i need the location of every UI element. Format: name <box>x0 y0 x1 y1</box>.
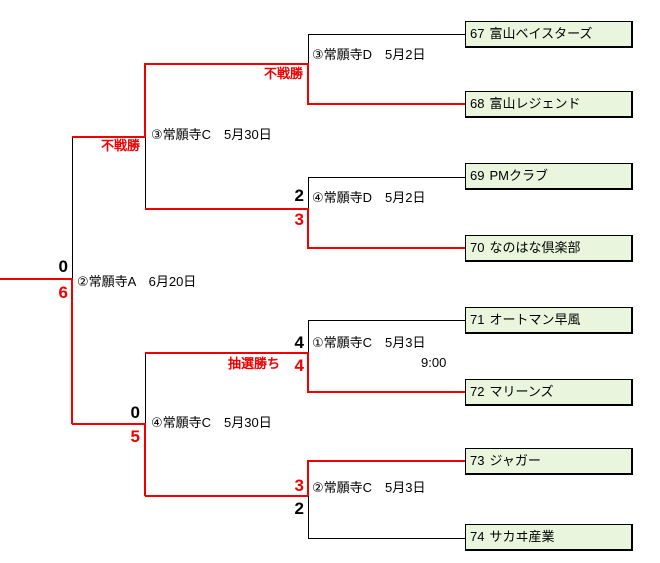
connector-line-qf2-top <box>308 177 309 208</box>
connector-line-qf4-bottom <box>308 495 309 538</box>
connector-line-team74 <box>308 538 465 539</box>
team-name: ジャガー <box>489 453 541 468</box>
winner-line-team72 <box>308 391 465 393</box>
score-qf2-top: 2 <box>294 186 304 205</box>
winner-line-sf2-exit <box>72 423 146 425</box>
team-name: 富山レジェンド <box>489 96 581 111</box>
match-time-qf3: 9:00 <box>421 355 447 370</box>
match-label-qf1: ③常願寺D 5月2日 <box>312 47 426 62</box>
connector-line-team67 <box>308 34 465 35</box>
lottery-note-qf3: 抽選勝ち <box>228 356 281 371</box>
match-label-final: ②常願寺A 6月20日 <box>77 274 197 289</box>
score-final-bottom: 6 <box>58 283 68 302</box>
match-label-sf2: ④常願寺C 5月30日 <box>151 415 272 430</box>
connector-line-qf3-top <box>308 320 309 352</box>
team-number: 67 <box>470 26 485 41</box>
team-number: 69 <box>470 168 485 183</box>
team-box-73: 73 ジャガー <box>465 448 633 475</box>
connector-line-final-top <box>72 137 73 279</box>
team-name: オートマン早風 <box>489 312 581 327</box>
winner-line-champion-exit <box>0 278 72 280</box>
winner-line-team73 <box>308 460 465 462</box>
team-box-72: 72 マリーンズ <box>465 379 633 406</box>
walkover-note-qf1: 不戦勝 <box>264 66 304 81</box>
winner-line-final-bottom <box>71 278 73 424</box>
score-sf2-bottom: 5 <box>130 427 140 446</box>
connector-line-team71 <box>308 320 465 321</box>
connector-line-sf2-top <box>145 353 146 424</box>
team-box-67: 67 富山ベイスターズ <box>465 21 633 48</box>
winner-line-qf1-bottom <box>307 63 309 105</box>
score-qf2-bottom: 3 <box>294 210 304 229</box>
winner-line-qf4-exit <box>145 495 308 497</box>
score-sf2-top: 0 <box>130 403 140 422</box>
team-number: 70 <box>470 240 485 255</box>
match-label-sf1: ③常願寺C 5月30日 <box>151 127 272 142</box>
score-qf4-top: 3 <box>294 476 304 495</box>
team-name: PMクラブ <box>489 168 548 183</box>
connector-line-qf1-top <box>308 34 309 64</box>
team-box-68: 68 富山レジェンド <box>465 91 633 118</box>
winner-line-qf3-exit <box>145 352 308 354</box>
winner-line-qf2-bottom <box>307 208 309 249</box>
team-number: 74 <box>470 529 485 544</box>
winner-line-qf1-exit <box>145 63 308 65</box>
winner-line-sf2-bottom <box>144 423 146 496</box>
winner-line-qf2-exit <box>145 208 308 210</box>
team-box-70: 70 なのはな倶楽部 <box>465 235 633 262</box>
team-name: マリーンズ <box>489 384 554 399</box>
match-label-qf2: ④常願寺D 5月2日 <box>312 190 426 205</box>
score-qf3-top: 4 <box>294 333 304 352</box>
team-number: 68 <box>470 96 485 111</box>
winner-line-sf1-top <box>144 63 146 137</box>
team-box-69: 69 PMクラブ <box>465 163 633 190</box>
score-qf3-bottom: 4 <box>294 356 304 375</box>
team-name: なのはな倶楽部 <box>489 240 581 255</box>
score-qf4-bottom: 2 <box>294 499 304 518</box>
team-number: 73 <box>470 453 485 468</box>
walkover-note-sf1: 不戦勝 <box>101 138 141 153</box>
winner-line-sf1-exit <box>72 136 146 138</box>
connector-line-team69 <box>308 177 465 178</box>
winner-line-team68 <box>308 103 465 105</box>
team-number: 72 <box>470 384 485 399</box>
team-box-71: 71 オートマン早風 <box>465 307 633 334</box>
team-number: 71 <box>470 312 485 327</box>
winner-line-team70 <box>308 247 465 249</box>
match-label-qf4: ②常願寺C 5月3日 <box>312 480 426 495</box>
score-final-top: 0 <box>58 257 68 276</box>
team-name: サカヰ産業 <box>489 529 555 544</box>
winner-line-qf3-bottom <box>307 352 309 393</box>
connector-line-sf1-bottom <box>145 137 146 208</box>
match-label-qf3: ①常願寺C 5月3日 <box>312 335 426 350</box>
winner-line-qf4-top <box>307 460 309 496</box>
team-name: 富山ベイスターズ <box>489 26 593 41</box>
team-box-74: 74 サカヰ産業 <box>465 524 633 551</box>
